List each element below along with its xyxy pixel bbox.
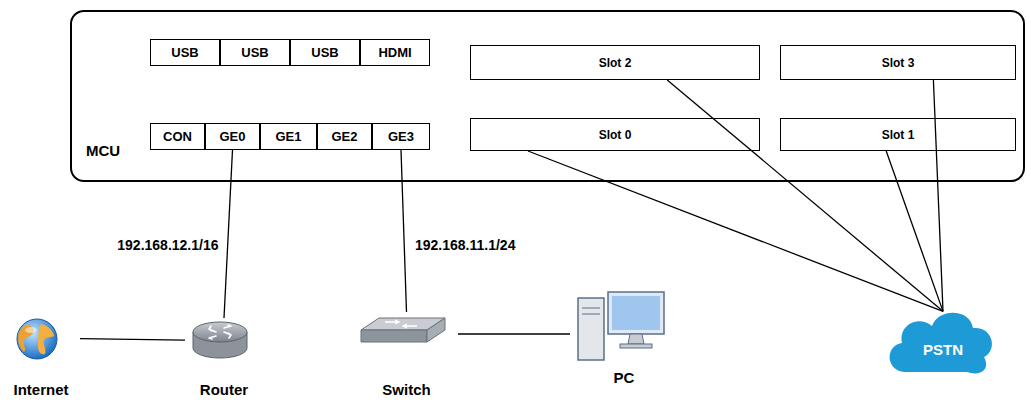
usb-port: USB [220, 39, 290, 66]
node-label: GE1 [275, 129, 301, 144]
node-label: GE3 [388, 129, 414, 144]
ethernet-port: GE3 [372, 123, 430, 150]
pc-icon: PC [570, 288, 678, 388]
node-label: Internet [2, 381, 80, 398]
pstn-cloud: PSTN [880, 302, 1006, 380]
node-label: Slot 3 [882, 56, 915, 70]
card-slot: Slot 2 [470, 45, 760, 80]
ethernet-port: GE1 [260, 123, 317, 150]
node-label: USB [241, 45, 268, 60]
node-label: USB [311, 45, 338, 60]
node-label: GE2 [331, 129, 357, 144]
node-label: Router [185, 381, 263, 398]
node-label: Slot 1 [882, 128, 915, 142]
internet-icon: Internet [2, 316, 80, 400]
usb-port: USB [290, 39, 360, 66]
usb-port: USB [150, 39, 220, 66]
node-label: Slot 2 [599, 56, 632, 70]
pc-icon-art [570, 288, 670, 368]
connector-line [886, 151, 943, 311]
ip-address-label: 192.168.12.1/16 [115, 237, 220, 253]
ethernet-port: GE2 [317, 123, 372, 150]
connector-line [401, 150, 407, 312]
connector-line [528, 151, 943, 311]
node-label: PC [570, 369, 678, 386]
internet-icon-art [7, 316, 67, 366]
connector-line [933, 80, 943, 311]
router-icon-art [185, 318, 255, 368]
mcu-chassis: MCU USB USB USB HDMI Slot 2 Slot 3 CON GE0 GE1 GE2… [70, 10, 1025, 182]
router-icon: Router [185, 318, 263, 400]
switch-icon: Switch [355, 312, 458, 400]
connector-line [224, 150, 233, 318]
node-label: GE0 [219, 129, 245, 144]
connector-line [80, 339, 185, 340]
node-label: USB [171, 45, 198, 60]
connector-line [667, 80, 943, 311]
ethernet-port: GE0 [205, 123, 260, 150]
card-slot: Slot 0 [470, 118, 760, 151]
ip-address-label: 192.168.11.1/24 [413, 237, 517, 253]
hdmi-port: HDMI [360, 39, 430, 66]
card-slot: Slot 3 [780, 45, 1016, 80]
node-label: HDMI [378, 45, 411, 60]
switch-icon-art [355, 312, 450, 362]
node-label: Slot 0 [599, 128, 632, 142]
node-label: PSTN [880, 341, 1006, 358]
device-name: MCU [86, 142, 120, 159]
node-label: CON [163, 129, 192, 144]
card-slot: Slot 1 [780, 118, 1016, 151]
node-label: Switch [355, 381, 458, 398]
console-port: CON [150, 123, 205, 150]
connector-line [458, 333, 570, 334]
